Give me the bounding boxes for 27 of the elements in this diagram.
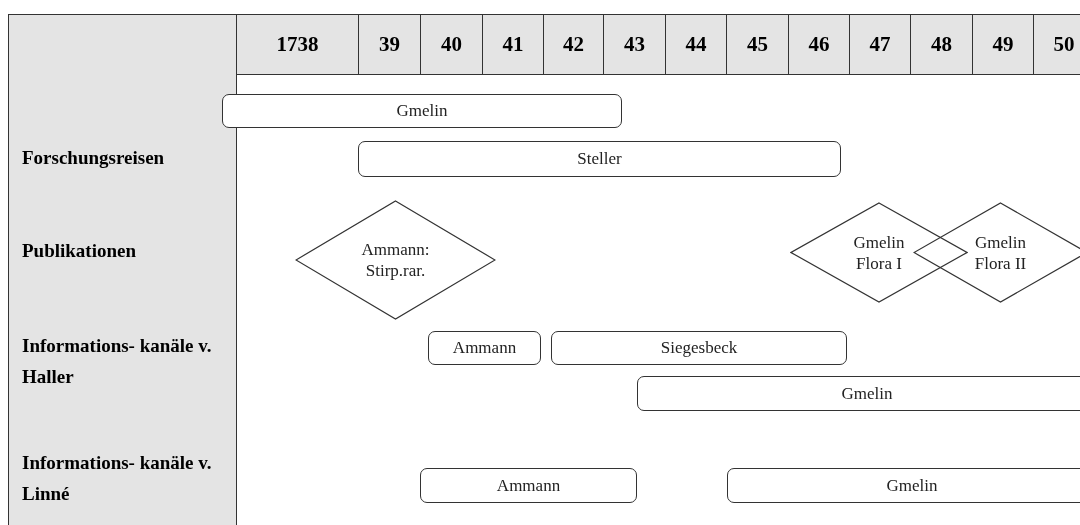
- year-cell: 42: [543, 14, 604, 75]
- timeline-bar: Gmelin: [727, 468, 1080, 503]
- year-cell: 47: [849, 14, 911, 75]
- year-cell: 45: [726, 14, 789, 75]
- year-cell: 46: [788, 14, 850, 75]
- timeline-bar: Siegesbeck: [551, 331, 847, 365]
- publication-label: Gmelin Flora I: [852, 231, 906, 274]
- row-heading: Informations- kanäle v. Haller: [22, 334, 213, 389]
- row-heading: Forschungsreisen: [22, 145, 166, 170]
- timeline-bar: Ammann: [420, 468, 637, 503]
- year-cell: 1738: [236, 14, 359, 75]
- timeline-bar: Gmelin: [222, 94, 622, 128]
- year-cell: 39: [358, 14, 421, 75]
- year-cell: 43: [603, 14, 666, 75]
- year-cell: 49: [972, 14, 1034, 75]
- publication-label: Ammann: Stirp.rar.: [360, 239, 431, 281]
- timeline-bar: Gmelin: [637, 376, 1080, 411]
- year-cell: 41: [482, 14, 544, 75]
- year-cell: 44: [665, 14, 727, 75]
- timeline-bar: Steller: [358, 141, 841, 177]
- year-cell: 48: [910, 14, 973, 75]
- timeline-bar: Ammann: [428, 331, 541, 365]
- row-heading: Informations- kanäle v. Linné: [22, 451, 213, 506]
- year-cell: 50: [1033, 14, 1080, 75]
- publication-label: Gmelin Flora II: [973, 231, 1028, 274]
- year-cell: 40: [420, 14, 483, 75]
- row-heading: Publikationen: [22, 238, 138, 263]
